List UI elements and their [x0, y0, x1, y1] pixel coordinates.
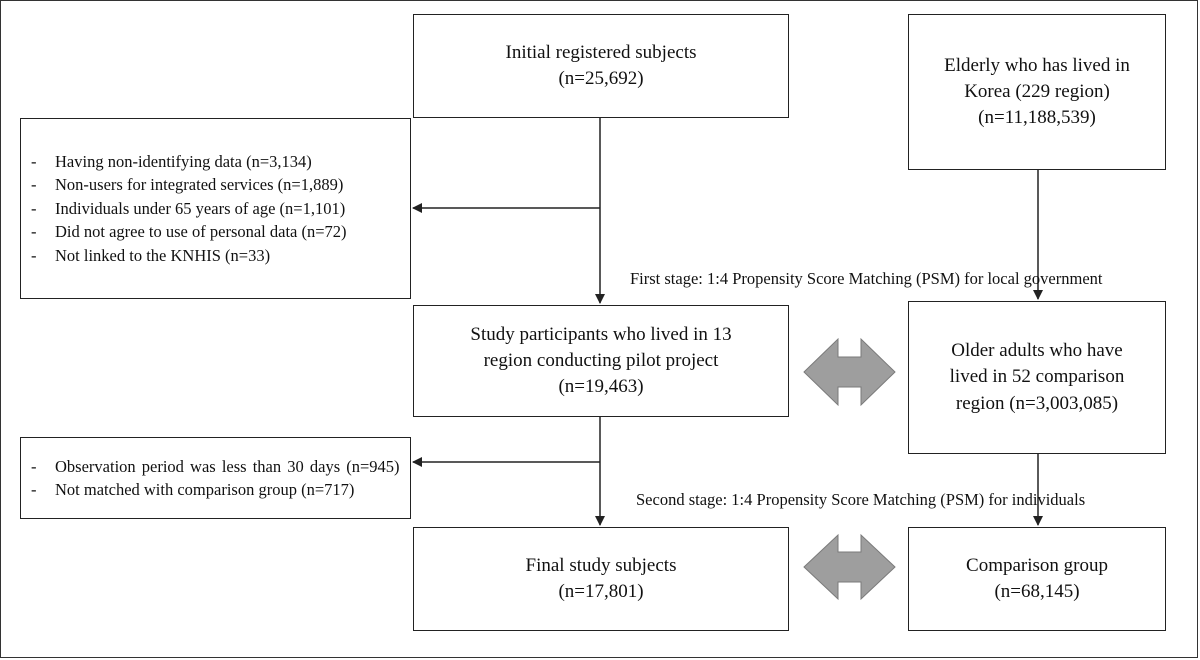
exclusions-second-box: Observation period was less than 30 days…: [20, 437, 411, 519]
study-participants-box: Study participants who lived in 13 regio…: [413, 305, 789, 417]
exclusion-item: Did not agree to use of personal data (n…: [31, 220, 410, 244]
elderly-line1: Elderly who has lived in: [944, 54, 1130, 76]
exclusion-item: Observation period was less than 30 days…: [31, 455, 402, 479]
study-count: (n=19,463): [558, 376, 644, 398]
initial-subjects-box: Initial registered subjects (n=25,692): [413, 14, 789, 118]
comparison-group-count: (n=68,145): [994, 581, 1080, 602]
elderly-count: (n=11,188,539): [978, 107, 1096, 129]
first-stage-label: First stage: 1:4 Propensity Score Matchi…: [630, 269, 1103, 288]
exclusions-first-box: Having non-identifying data (n=3,134) No…: [20, 118, 411, 299]
exclusions-second-list: Observation period was less than 30 days…: [31, 455, 402, 502]
study-line1: Study participants who lived in 13: [470, 323, 732, 345]
comparison-group-box: Comparison group (n=68,145): [908, 527, 1166, 631]
double-arrow-matching-first: [803, 337, 896, 407]
older-line1: Older adults who have: [951, 340, 1123, 362]
final-subjects-box: Final study subjects (n=17,801): [413, 527, 789, 631]
exclusion-item: Not linked to the KNHIS (n=33): [31, 244, 410, 268]
older-line2: lived in 52 comparison: [949, 366, 1125, 388]
exclusion-item: Not matched with comparison group (n=717…: [31, 478, 402, 502]
final-subjects-title: Final study subjects: [525, 554, 677, 576]
elderly-line2: Korea (229 region): [964, 80, 1110, 102]
double-arrow-matching-second: [803, 533, 896, 601]
older-adults-box: Older adults who have lived in 52 compar…: [908, 301, 1166, 454]
initial-subjects-count: (n=25,692): [558, 68, 644, 89]
exclusions-first-list: Having non-identifying data (n=3,134) No…: [31, 150, 410, 268]
second-stage-label: Second stage: 1:4 Propensity Score Match…: [636, 490, 1086, 509]
older-line3: region (n=3,003,085): [955, 392, 1119, 414]
exclusion-item: Non-users for integrated services (n=1,8…: [31, 173, 410, 197]
comparison-group-title: Comparison group: [966, 554, 1108, 576]
exclusion-item: Individuals under 65 years of age (n=1,1…: [31, 197, 410, 221]
initial-subjects-title: Initial registered subjects: [505, 41, 697, 63]
elderly-korea-box: Elderly who has lived in Korea (229 regi…: [908, 14, 1166, 170]
exclusion-item: Having non-identifying data (n=3,134): [31, 150, 410, 174]
final-subjects-count: (n=17,801): [558, 581, 644, 602]
study-line2: region conducting pilot project: [483, 349, 719, 371]
